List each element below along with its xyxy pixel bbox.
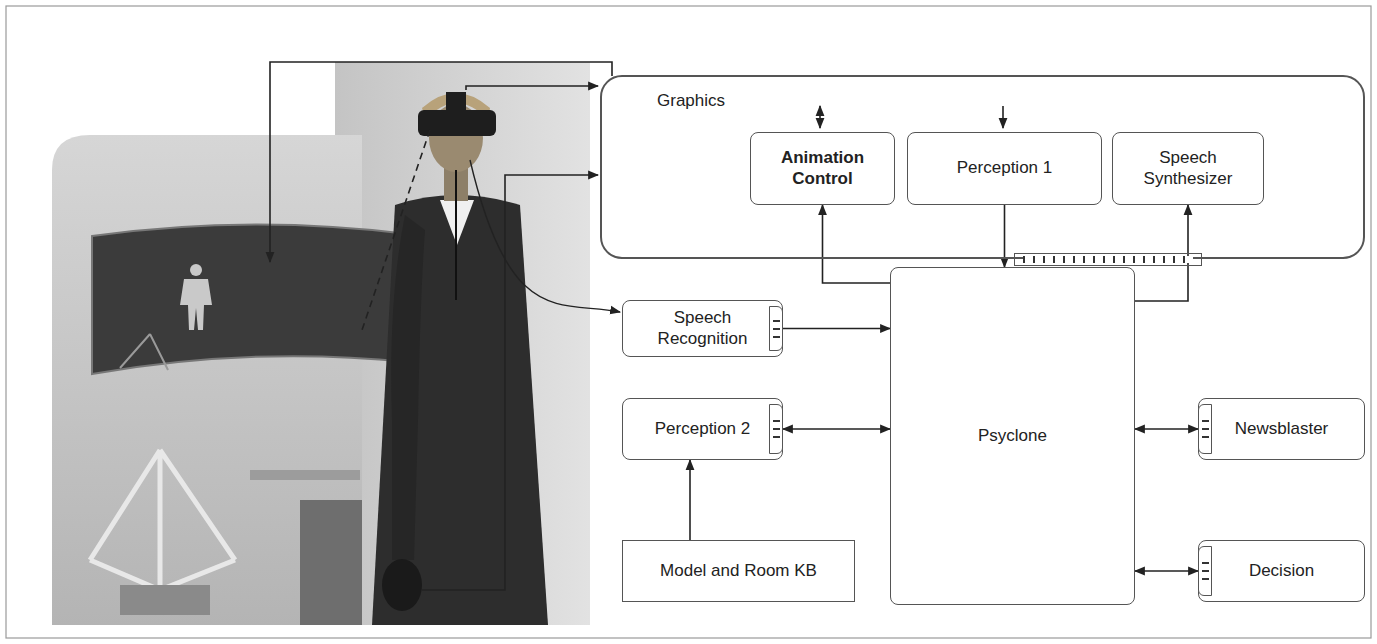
knowledge-base-box: Model and Room KB	[622, 540, 855, 602]
port-tick	[1202, 420, 1209, 422]
data-glove	[382, 559, 422, 611]
figure-frame	[6, 6, 1371, 638]
connector-arrow	[1135, 428, 1198, 430]
animation-io-arrow	[819, 106, 821, 128]
port-tick	[773, 320, 780, 322]
module-box: Speech Recognition	[622, 300, 783, 357]
display-output-line	[270, 62, 612, 262]
floor-lines	[120, 334, 168, 370]
connector-arrow	[783, 428, 890, 430]
tripod-base	[120, 585, 210, 615]
cable	[455, 170, 457, 300]
box-label: Psyclone	[978, 426, 1047, 446]
character-head	[190, 264, 202, 276]
arm	[391, 215, 425, 560]
port-tick	[773, 336, 780, 338]
tripod-frame	[90, 450, 235, 590]
box-label: Perception 1	[957, 158, 1052, 178]
connector-arrow	[1135, 570, 1198, 572]
port-tick	[1202, 428, 1209, 430]
port-connector	[1198, 546, 1212, 596]
head-tracker-line	[466, 86, 598, 90]
port-tick	[773, 436, 780, 438]
tripod-legs	[90, 450, 235, 590]
port-tick	[773, 328, 780, 330]
message-hub-box: Psyclone	[890, 267, 1135, 605]
character-body	[180, 279, 212, 330]
port-connector	[1198, 404, 1212, 454]
port-tick	[1202, 578, 1209, 580]
bus-bar	[1014, 253, 1202, 266]
port-tick	[1202, 436, 1209, 438]
connector-arrow	[823, 205, 891, 283]
box-label: Newsblaster	[1235, 419, 1329, 439]
connector-arrow	[783, 328, 890, 330]
port-connector	[769, 404, 783, 454]
system-group: GraphicsAnimation Control Perception 1 Spe…	[600, 75, 1365, 259]
box-label: Animation Control	[771, 148, 874, 189]
tracker-mount	[446, 92, 466, 112]
box-label: Speech Recognition	[643, 308, 762, 349]
glove-tracker-line	[422, 175, 598, 590]
desk	[250, 470, 360, 480]
box-label: Model and Room KB	[660, 561, 817, 581]
module-box: Perception 2	[622, 398, 783, 460]
virtual-character	[180, 264, 212, 330]
sweater	[372, 195, 548, 625]
box-label: Speech Synthesizer	[1133, 148, 1243, 189]
projection-screen	[92, 224, 408, 374]
view-dashed-line	[362, 130, 430, 330]
port-tick	[1202, 570, 1209, 572]
port-connector	[769, 306, 783, 351]
group-heading: Graphics	[657, 91, 725, 111]
perception-input-arrow	[1002, 106, 1004, 128]
module-box: Decision	[1198, 540, 1365, 602]
box-label: Decision	[1249, 561, 1314, 581]
chair	[300, 500, 362, 625]
photo-background	[52, 135, 362, 625]
port-tick	[773, 420, 780, 422]
module-box: Animation Control	[750, 132, 895, 205]
module-box: Perception 1	[907, 132, 1102, 205]
module-box: Speech Synthesizer	[1112, 132, 1264, 205]
module-box: Newsblaster	[1198, 398, 1365, 460]
port-tick	[773, 428, 780, 430]
connector-arrow	[689, 460, 691, 540]
port-tick	[1202, 562, 1209, 564]
box-label: Perception 2	[655, 419, 750, 439]
speech-line	[470, 160, 620, 312]
